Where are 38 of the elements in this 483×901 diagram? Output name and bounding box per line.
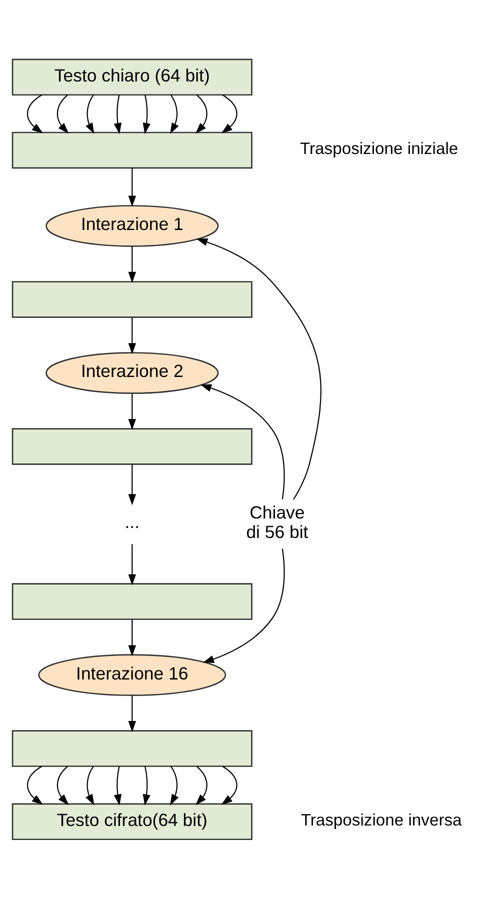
arrow (114, 766, 122, 806)
arrow (170, 766, 179, 806)
arrow (86, 766, 94, 806)
node-box (12, 428, 252, 465)
node-box (12, 583, 252, 620)
node-box (12, 132, 252, 169)
arrow (196, 94, 208, 134)
arrow (114, 94, 122, 134)
node-box: Testo chiaro (64 bit) (12, 58, 252, 96)
arrow (142, 94, 150, 134)
label: Trasposizione iniziale (300, 139, 458, 158)
node-box (12, 730, 252, 767)
arrow (27, 766, 44, 805)
node-text: ... (124, 512, 140, 532)
arrow (128, 168, 136, 207)
arrow (142, 766, 150, 806)
arrow (221, 766, 238, 805)
arrow (128, 464, 136, 506)
node-box (12, 281, 252, 318)
node-text: Chiave di 56 bit (246, 502, 308, 542)
node-box: Testo cifrato(64 bit) (12, 803, 252, 840)
arrow (200, 384, 285, 500)
arrow (196, 238, 322, 500)
arrow (128, 544, 136, 586)
arrow (221, 94, 238, 134)
arrow (56, 766, 69, 806)
arrow (196, 766, 208, 806)
arrow (27, 94, 44, 134)
arrow (202, 548, 285, 663)
arrow (128, 394, 136, 430)
arrow (170, 94, 179, 134)
arrow (128, 696, 136, 732)
arrow (128, 620, 136, 656)
label: Trasposizione inversa (300, 810, 462, 830)
arrow (128, 317, 136, 354)
arrow (86, 94, 94, 134)
arrow (56, 94, 69, 134)
arrow (128, 246, 136, 283)
